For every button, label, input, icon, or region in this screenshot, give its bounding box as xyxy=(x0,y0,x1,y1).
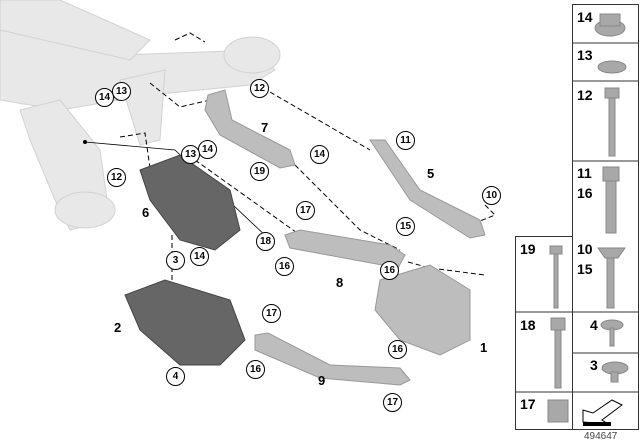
legend-label: 13 xyxy=(577,47,593,63)
callout: 18 xyxy=(256,232,275,251)
callout: 17 xyxy=(262,304,281,323)
legend-label: 4 xyxy=(590,317,598,333)
legend-label: 19 xyxy=(520,241,536,257)
callout: 13 xyxy=(181,145,200,164)
part-label: 1 xyxy=(480,340,488,355)
callout: 17 xyxy=(383,393,402,412)
callout: 16 xyxy=(380,261,399,280)
part-label: 5 xyxy=(427,166,435,181)
legend-label: 17 xyxy=(520,396,536,412)
legend-label: 12 xyxy=(577,87,593,103)
legend-label: 18 xyxy=(520,317,536,333)
part-label: 9 xyxy=(318,373,326,388)
diagram-id: 494647 xyxy=(584,431,618,442)
callout: 16 xyxy=(275,257,294,276)
part-label: 2 xyxy=(114,320,122,335)
callout: 13 xyxy=(112,82,131,101)
legend-label: 10 xyxy=(577,241,593,257)
legend-label: 11 xyxy=(577,165,592,181)
part-label: 7 xyxy=(261,120,269,135)
bracket-6 xyxy=(139,154,241,251)
callout: 16 xyxy=(246,360,265,379)
arm-8 xyxy=(284,229,406,269)
callout: 12 xyxy=(107,168,126,187)
upper-arm-7 xyxy=(204,89,296,169)
direction-arrow-icon xyxy=(582,399,623,425)
legend-label: 14 xyxy=(577,9,593,25)
leader-lines xyxy=(119,32,496,300)
callout: 14 xyxy=(198,140,217,159)
legend-label: 3 xyxy=(590,357,598,373)
callout: 14 xyxy=(190,247,209,266)
legend-label: 16 xyxy=(577,185,593,201)
arm-5 xyxy=(369,139,486,239)
shield-2 xyxy=(124,279,246,366)
legend-label: 15 xyxy=(577,261,593,277)
callout: 15 xyxy=(396,217,415,236)
legend-grid xyxy=(515,4,639,430)
rear-subframe xyxy=(0,0,281,231)
wheel-carrier-1 xyxy=(374,264,471,356)
callout: 17 xyxy=(296,201,315,220)
callout: 19 xyxy=(250,162,269,181)
part-label: 8 xyxy=(336,275,344,290)
callout: 11 xyxy=(396,131,415,150)
callout: 16 xyxy=(388,340,407,359)
callout: 14 xyxy=(95,88,114,107)
callout: 4 xyxy=(166,367,185,386)
callout: 10 xyxy=(482,186,501,205)
callout: 12 xyxy=(250,79,269,98)
callout: 14 xyxy=(310,145,329,164)
arm-9 xyxy=(254,332,411,386)
fastener-images xyxy=(547,13,629,423)
part-label: 6 xyxy=(142,205,150,220)
callout: 3 xyxy=(166,251,185,270)
